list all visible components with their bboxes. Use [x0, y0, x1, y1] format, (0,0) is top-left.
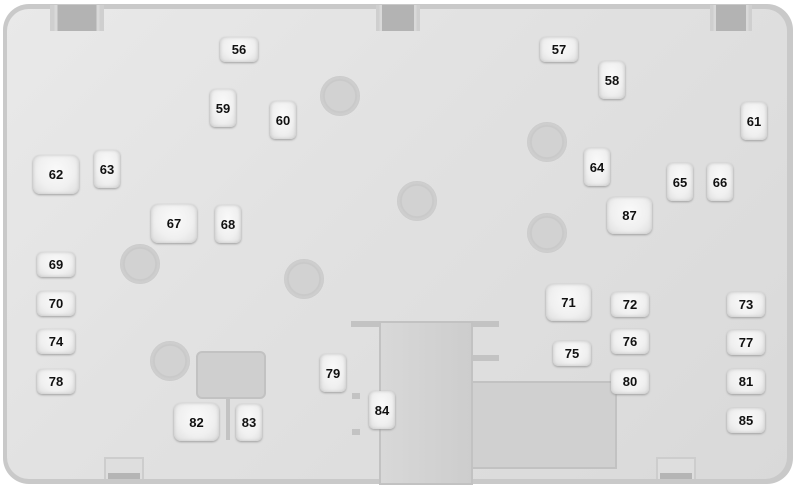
fuse-label: 75 — [564, 346, 580, 361]
mounting-post — [120, 244, 160, 284]
fuse-label: 81 — [738, 374, 754, 389]
fuse-78: 78 — [37, 369, 75, 394]
fuse-label: 70 — [48, 296, 64, 311]
relay-stem — [226, 398, 230, 440]
fuse-62: 62 — [33, 155, 79, 194]
fuse-59: 59 — [210, 89, 236, 127]
connector-rail-mid-right — [471, 355, 499, 361]
fuse-80: 80 — [611, 369, 649, 394]
fuse-label: 58 — [604, 72, 620, 88]
mounting-post — [150, 341, 190, 381]
fuse-label: 66 — [712, 174, 728, 190]
fuse-label: 71 — [561, 295, 576, 310]
fuse-label: 74 — [48, 334, 64, 349]
mounting-post — [527, 122, 567, 162]
bottom-clip-right — [656, 457, 696, 479]
fuse-68: 68 — [215, 205, 241, 243]
mounting-tab-right — [710, 5, 752, 31]
connector-housing — [471, 381, 617, 469]
fuse-label: 78 — [48, 374, 64, 389]
fuse-label: 73 — [738, 297, 754, 312]
fuse-label: 87 — [622, 208, 637, 223]
fuse-67: 67 — [151, 204, 197, 243]
fuse-label: 76 — [622, 334, 638, 349]
mounting-tab-left — [50, 5, 104, 31]
fuse-82: 82 — [174, 403, 219, 441]
fuse-70: 70 — [37, 291, 75, 316]
fuse-label: 61 — [746, 113, 762, 129]
fuse-label: 62 — [48, 167, 64, 182]
mounting-post — [320, 76, 360, 116]
fuse-label: 59 — [215, 100, 231, 116]
fuse-81: 81 — [727, 369, 765, 394]
fuse-83: 83 — [236, 404, 262, 441]
fuse-75: 75 — [553, 341, 591, 366]
relay-block — [196, 351, 266, 399]
connector-rail-top-left — [351, 321, 381, 327]
mounting-post — [527, 213, 567, 253]
connector-rail-top-right — [471, 321, 499, 327]
fuse-label: 82 — [189, 414, 204, 430]
fuse-65: 65 — [667, 163, 693, 201]
fuse-87: 87 — [607, 197, 652, 234]
fuse-66: 66 — [707, 163, 733, 201]
fuse-label: 67 — [166, 216, 182, 231]
fuse-84: 84 — [369, 391, 395, 429]
fuse-72: 72 — [611, 292, 649, 317]
fuse-60: 60 — [270, 101, 296, 139]
mounting-tab-center — [376, 5, 420, 31]
fuse-label: 56 — [231, 42, 247, 57]
fuse-label: 64 — [589, 159, 605, 175]
fuse-77: 77 — [727, 330, 765, 355]
fuse-label: 79 — [325, 365, 341, 381]
fuse-label: 84 — [374, 402, 390, 418]
fuse-71: 71 — [546, 284, 591, 321]
fuse-label: 72 — [622, 297, 638, 312]
fuse-label: 60 — [275, 112, 291, 128]
fuse-56: 56 — [220, 37, 258, 62]
mounting-post — [284, 259, 324, 299]
fuse-label: 65 — [672, 174, 688, 190]
fuse-58: 58 — [599, 61, 625, 99]
fuse-74: 74 — [37, 329, 75, 354]
fuse-63: 63 — [94, 150, 120, 188]
fuse-label: 57 — [551, 42, 567, 57]
connector-pin — [352, 393, 360, 399]
fuse-69: 69 — [37, 252, 75, 277]
fuse-label: 63 — [99, 161, 115, 177]
fuse-label: 83 — [241, 415, 257, 430]
fuse-57: 57 — [540, 37, 578, 62]
bottom-clip-left — [104, 457, 144, 479]
connector-pin — [352, 429, 360, 435]
fuse-label: 85 — [738, 413, 754, 428]
fuse-64: 64 — [584, 148, 610, 186]
fuse-label: 80 — [622, 374, 638, 389]
mounting-post — [397, 181, 437, 221]
fuse-76: 76 — [611, 329, 649, 354]
fuse-label: 69 — [48, 257, 64, 272]
fuse-label: 68 — [220, 216, 236, 232]
fuse-79: 79 — [320, 354, 346, 392]
fuse-85: 85 — [727, 408, 765, 433]
fuse-61: 61 — [741, 102, 767, 140]
fuse-label: 77 — [738, 335, 754, 350]
fuse-73: 73 — [727, 292, 765, 317]
